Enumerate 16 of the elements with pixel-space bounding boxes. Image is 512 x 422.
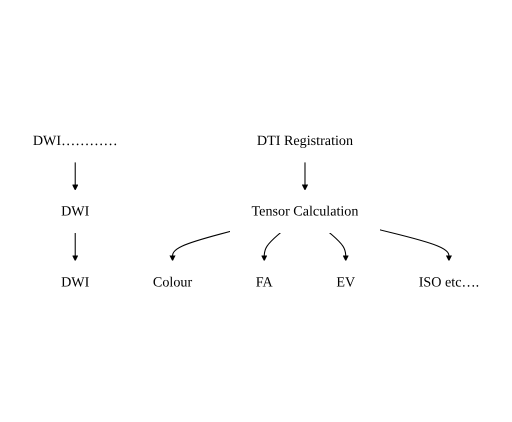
node-text: EV <box>336 274 356 290</box>
node-text: FA <box>256 274 273 290</box>
node-text: ISO etc…. <box>418 274 480 290</box>
node-text: Tensor Calculation <box>252 203 358 219</box>
arrow <box>72 232 78 261</box>
arrow <box>261 232 281 261</box>
node-text: DWI <box>61 274 90 290</box>
arrow <box>329 232 349 261</box>
node-text: DTI Registration <box>256 132 354 148</box>
arrow <box>72 162 78 190</box>
node-text: DWI <box>61 203 90 219</box>
node-text: Colour <box>152 274 192 290</box>
node-text: DWI………… <box>32 132 118 148</box>
arrow <box>302 162 308 190</box>
arrow <box>380 228 452 261</box>
arrow <box>169 230 230 261</box>
